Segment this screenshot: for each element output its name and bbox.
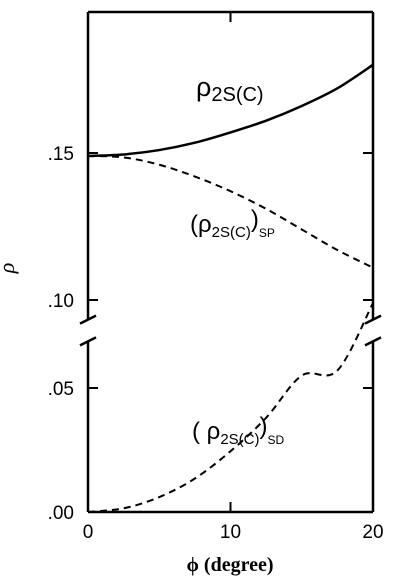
annotations: ρ2S(C) (ρ2S(C))SP ( ρ2S(C))SD	[190, 72, 285, 448]
axis-break-mark	[364, 314, 382, 325]
y-tick-label: .15	[48, 144, 74, 165]
y-axis-title: ρ	[0, 263, 19, 275]
y-tick-label: .10	[48, 291, 74, 312]
x-tick-label: 0	[83, 522, 94, 543]
axis-break-mark	[364, 336, 382, 347]
x-axis-title: ϕ (degree)	[186, 554, 273, 576]
series-line-3	[87, 302, 374, 513]
series-line-1	[87, 63, 374, 158]
x-tick-label: 20	[362, 522, 383, 543]
series-line-2	[87, 154, 374, 269]
y-tick-label: .05	[48, 379, 74, 400]
curve-label-3: ( ρ2S(C))SD	[192, 413, 285, 448]
y-tick-label: .00	[48, 503, 74, 524]
series-layer	[87, 63, 374, 513]
curve-label-2: (ρ2S(C))SP	[190, 206, 275, 241]
axis-break-mark	[79, 336, 97, 347]
x-tick-label: 10	[220, 522, 241, 543]
axis-ticks: .00 .05 .10 .15 0 10 20	[48, 12, 384, 543]
curve-label-1: ρ2S(C)	[196, 72, 264, 106]
axis-break-mark	[79, 314, 97, 325]
